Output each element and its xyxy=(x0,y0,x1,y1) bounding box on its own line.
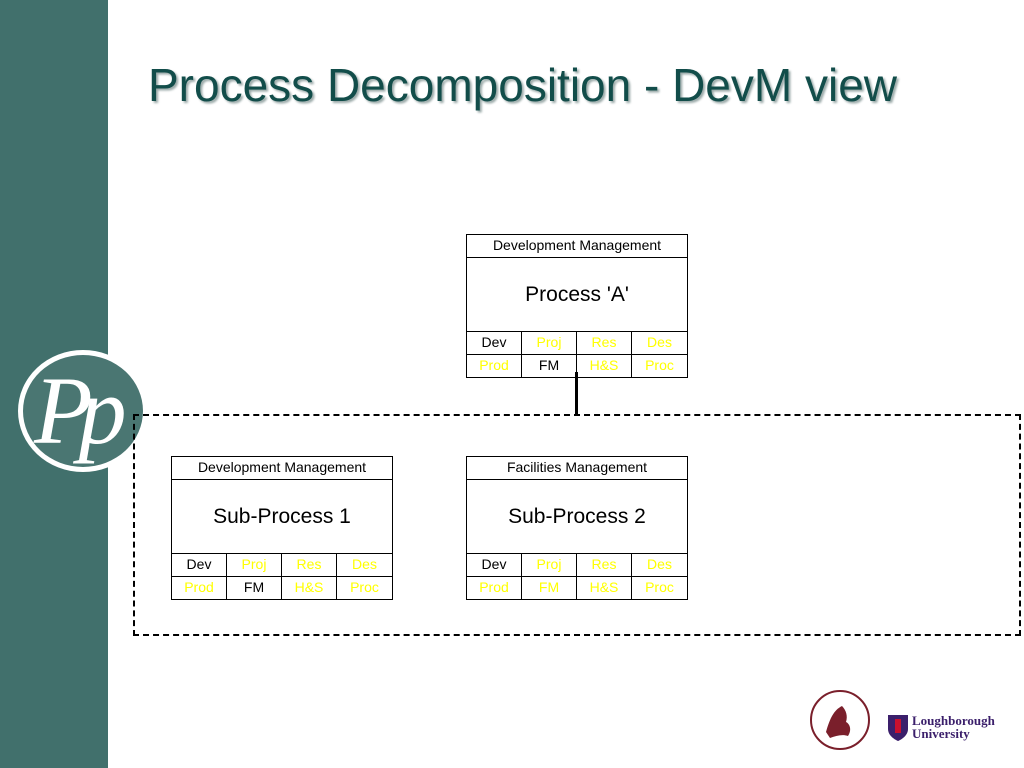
role-cell-proc: Proc xyxy=(350,579,379,595)
lboro-line-1: Loughborough xyxy=(912,713,995,728)
role-cell-proc: Proc xyxy=(645,579,674,595)
role-cell-dev: Dev xyxy=(467,332,522,355)
role-cell-res: Res xyxy=(577,332,632,355)
role-cell-fm: FM xyxy=(522,355,577,377)
sub-process-2-header: Facilities Management xyxy=(467,457,687,480)
role-cell-des: Des xyxy=(337,554,392,577)
sub-process-group xyxy=(133,414,1021,636)
role-cell-res: Res xyxy=(577,554,632,577)
role-cell-dev: Dev xyxy=(467,554,522,577)
role-cell-res: Res xyxy=(282,554,337,577)
role-cell-prod: Prod xyxy=(172,577,227,599)
sub-process-1-header: Development Management xyxy=(172,457,392,480)
role-cell-proj: Proj xyxy=(522,332,577,355)
salford-lion-icon xyxy=(826,706,851,738)
role-cell-prod: Prod xyxy=(467,355,522,377)
role-cell-hs: H&S xyxy=(282,577,337,599)
role-cell-hs: H&S xyxy=(577,355,632,377)
role-cell-proj: Proj xyxy=(522,554,577,577)
loughborough-shield-icon xyxy=(888,715,908,741)
corner-mark: ’ xyxy=(145,0,149,8)
role-cell-proj: Proj xyxy=(227,554,282,577)
process-a-name: Process 'A' xyxy=(467,258,687,332)
process-a-header: Development Management xyxy=(467,235,687,258)
connector-line xyxy=(575,372,578,414)
pp-logo-icon xyxy=(18,350,148,472)
salford-logo-icon xyxy=(810,690,870,750)
lboro-line-2: University xyxy=(912,726,970,741)
role-cell-proc: Proc xyxy=(645,357,674,373)
role-cell-dev: Dev xyxy=(172,554,227,577)
role-cell-des: Des xyxy=(632,332,687,355)
role-cell-hs: H&S xyxy=(577,577,632,599)
pp-logo-text: Pp xyxy=(34,357,127,464)
sub-process-1-name: Sub-Process 1 xyxy=(172,480,392,554)
role-cell-fm: FM xyxy=(522,577,577,599)
page-title: Process Decomposition - DevM view xyxy=(148,59,898,111)
role-cell-des: Des xyxy=(632,554,687,577)
sub-process-2-name: Sub-Process 2 xyxy=(467,480,687,554)
role-cell-prod: Prod xyxy=(467,577,522,599)
role-cell-fm: FM xyxy=(227,577,282,599)
sub-process-1-box: Development Management Sub-Process 1 Dev… xyxy=(171,456,393,600)
loughborough-logo-text: Loughborough University xyxy=(912,714,995,740)
